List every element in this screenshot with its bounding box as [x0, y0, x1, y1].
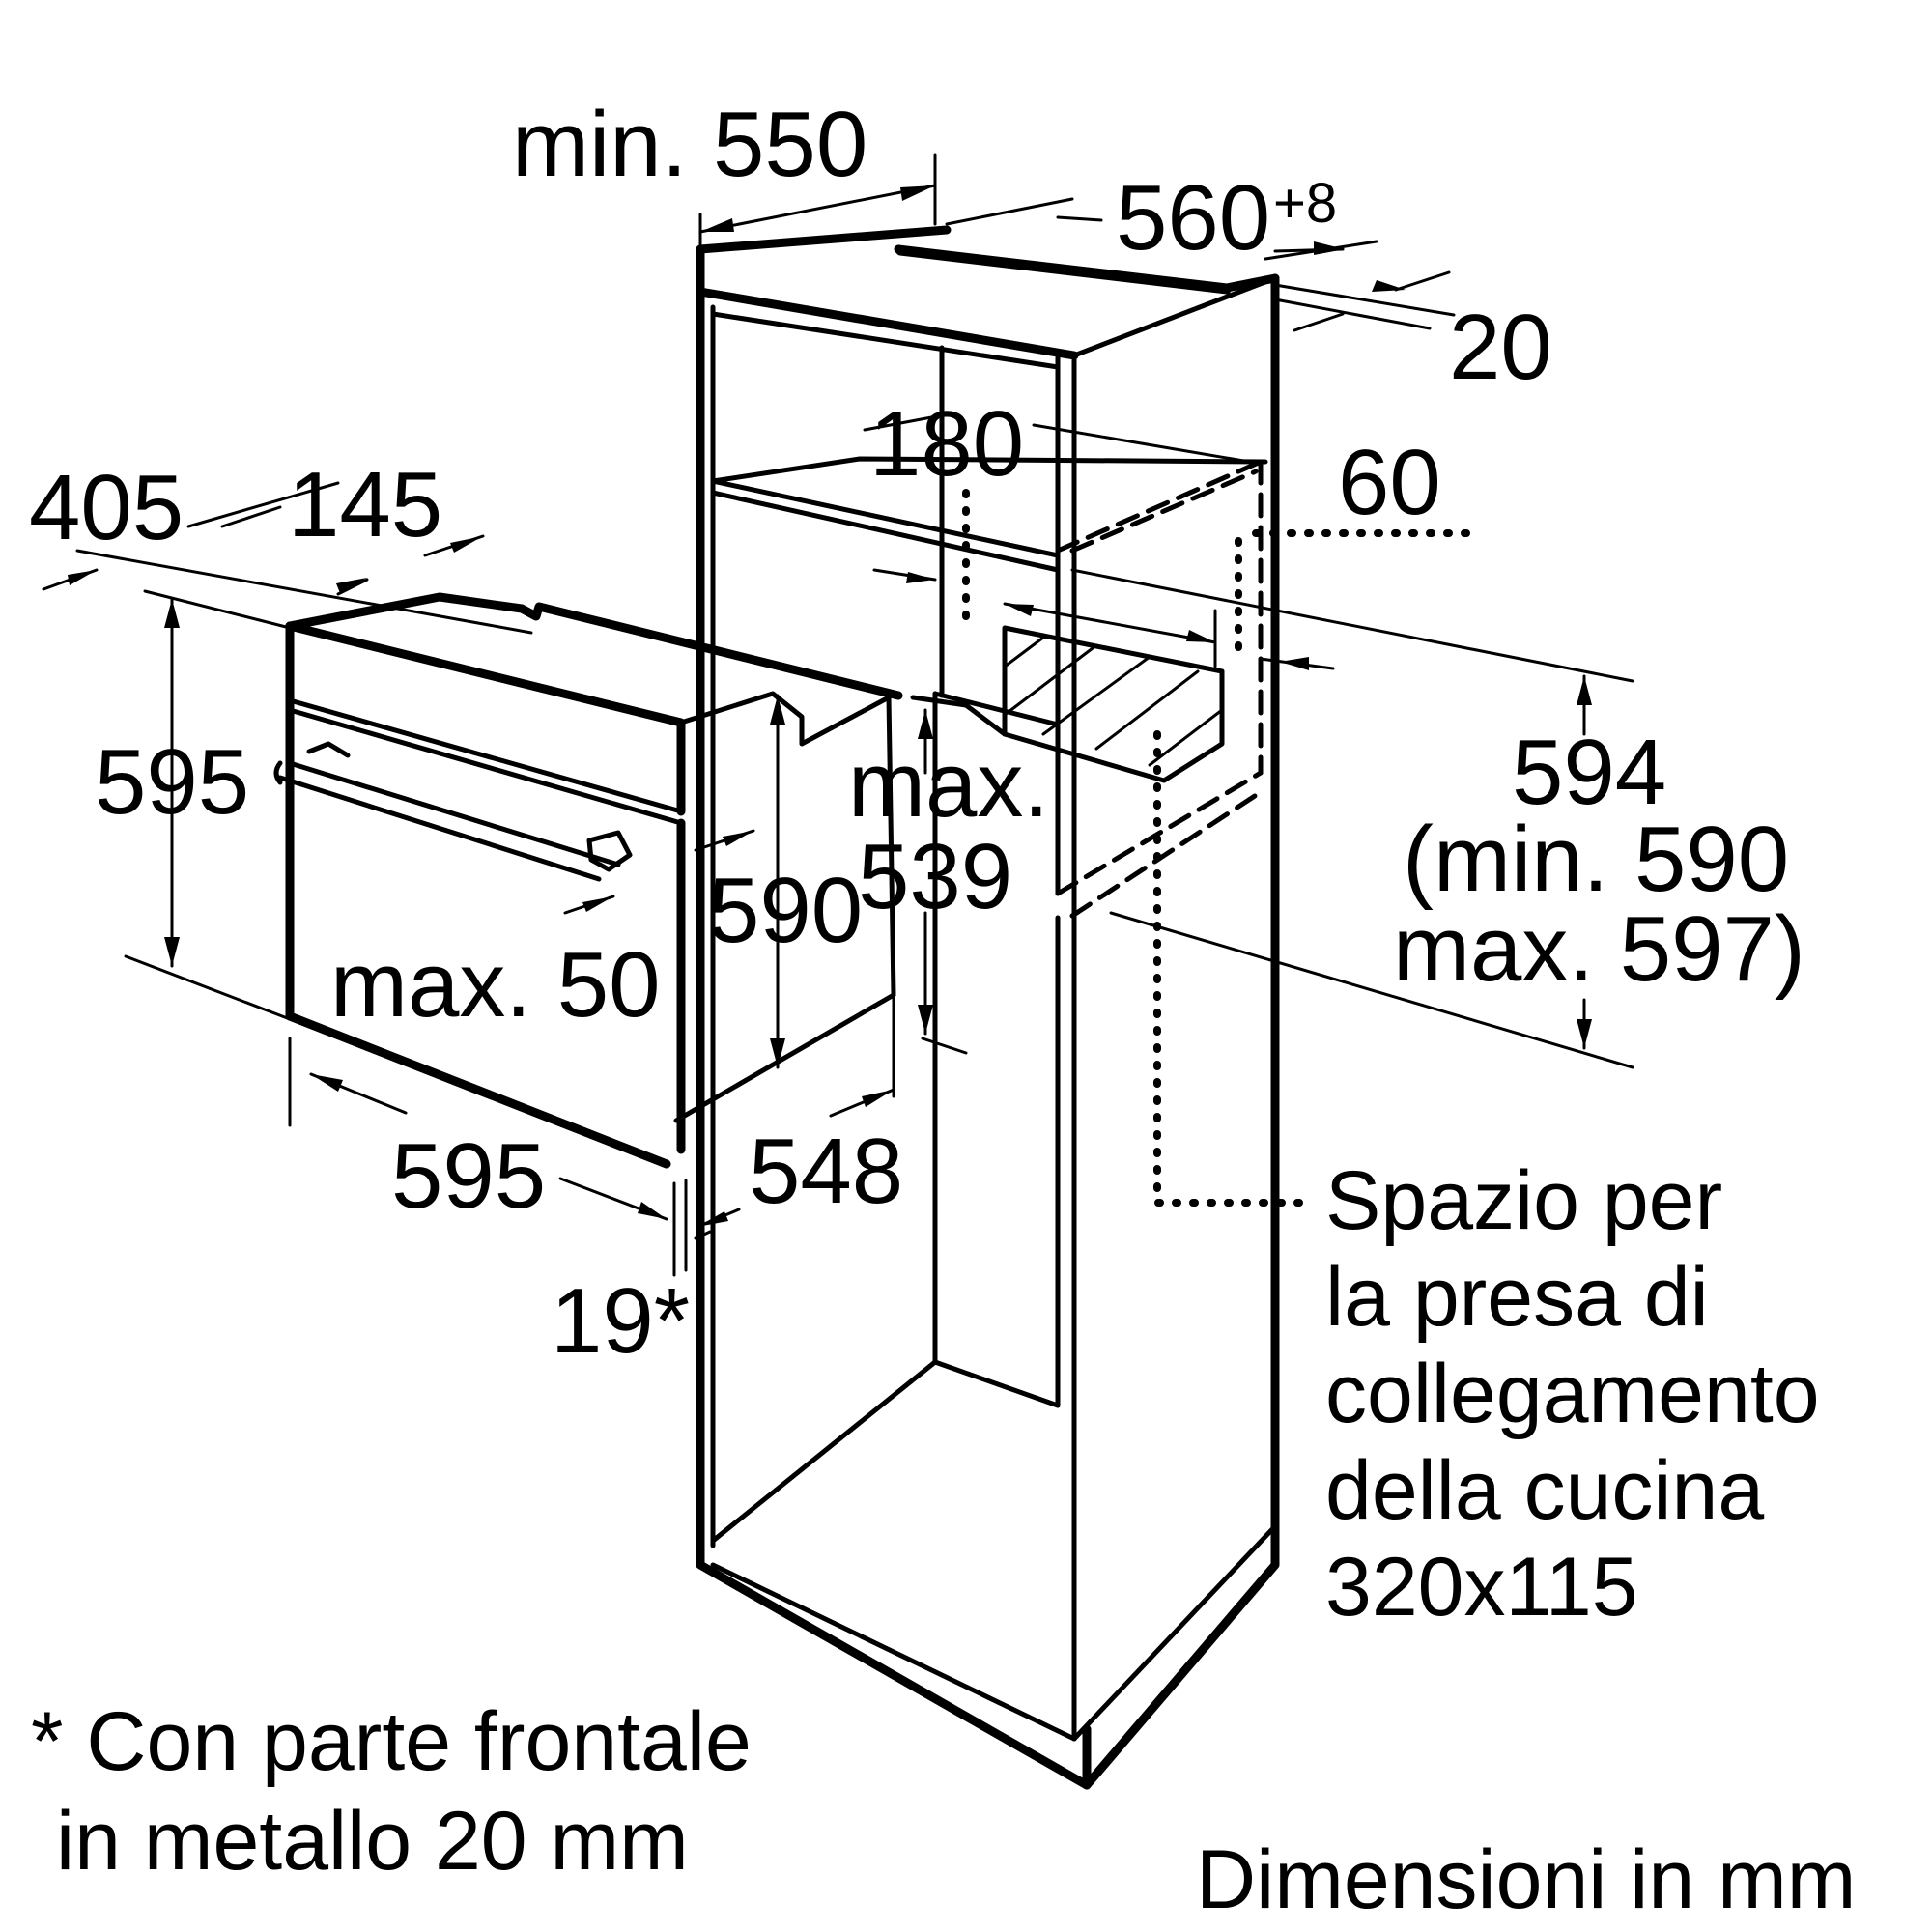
label-oven-depth-body: 405: [29, 456, 184, 559]
dimension-labels: min. 550 560 +8 20 180 60 405 145 595 59…: [29, 93, 1805, 1373]
label-niche-width-tolerance: +8: [1273, 172, 1337, 235]
label-cabinet-depth-min: min. 550: [512, 93, 867, 196]
cabinet-drawing: [696, 225, 1280, 1790]
label-oven-depth-front: 145: [288, 453, 442, 556]
label-socket-offset: 60: [1338, 431, 1441, 534]
footnote-line-2: in metallo 20 mm: [56, 1795, 689, 1888]
label-oven-height: 595: [95, 730, 249, 834]
oven-drawing: [273, 592, 903, 1169]
socket-note: Spazio per la presa di collegamento dell…: [1325, 1154, 1820, 1634]
label-oven-inner-height: 590: [708, 859, 863, 962]
label-socket-depth-max: 539: [858, 825, 1012, 928]
dimension-lines: [42, 153, 1634, 1277]
label-max: max.: [848, 733, 1049, 837]
label-oven-width: 595: [391, 1124, 546, 1228]
socket-note-line-4: della cucina: [1325, 1444, 1764, 1537]
label-shelf-gap: 180: [869, 392, 1024, 496]
socket-note-line-3: collegamento: [1325, 1348, 1820, 1440]
socket-note-line-1: Spazio per: [1325, 1154, 1722, 1247]
label-handle-clearance: max. 50: [330, 933, 660, 1037]
units-note: Dimensioni in mm: [1196, 1833, 1856, 1926]
label-front-thickness: 19*: [551, 1269, 690, 1373]
label-top-offset: 20: [1449, 296, 1552, 399]
label-niche-width: 560: [1116, 166, 1270, 270]
label-niche-height-min: (min. 590: [1403, 808, 1789, 911]
label-oven-inner-width: 548: [749, 1120, 903, 1223]
footnote: * Con parte frontale in metallo 20 mm: [31, 1695, 752, 1888]
socket-note-line-5: 320x115: [1325, 1541, 1638, 1634]
socket-note-line-2: la presa di: [1325, 1251, 1709, 1344]
label-niche-height-max: max. 597): [1393, 897, 1805, 1001]
label-niche-height: 594: [1512, 721, 1666, 824]
footnote-line-1: * Con parte frontale: [31, 1695, 752, 1788]
